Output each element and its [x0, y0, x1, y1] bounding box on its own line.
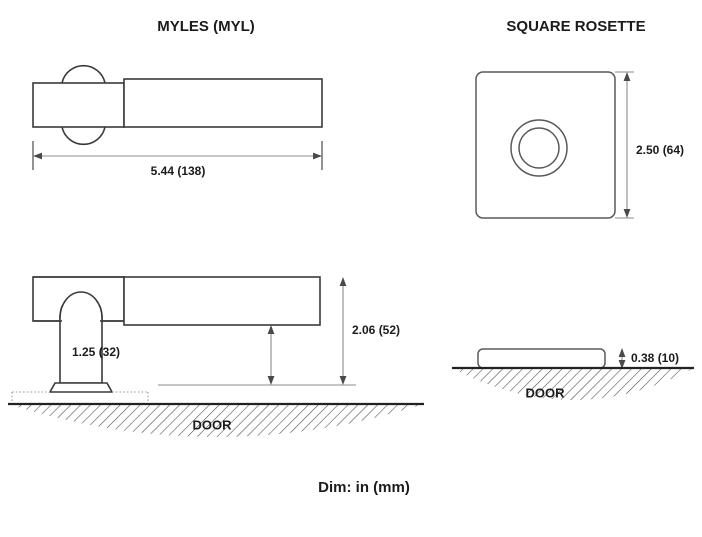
door-substrate-right: DOOR [452, 366, 694, 400]
rosette-panel-title: SQUARE ROSETTE [506, 18, 645, 35]
door-hatch-fill [452, 368, 694, 400]
arrow-down [267, 376, 275, 385]
arrow-left [33, 152, 42, 160]
arrow-right [313, 152, 322, 160]
arrow-down [618, 360, 626, 369]
arrow-up [339, 277, 347, 286]
rosette-thickness-dimension-label: 0.38 (10) [631, 351, 679, 365]
lever-height-total-dimension-label: 2.06 (52) [352, 323, 400, 337]
lever-top-view: 5.44 (138) [32, 64, 323, 178]
arrow-down [339, 376, 347, 385]
arrow-up [623, 72, 631, 81]
rosette-front-view: 2.50 (64) [475, 71, 684, 219]
rosette-size-dimension-label: 2.50 (64) [636, 143, 684, 157]
lever-bar-top-view [123, 78, 323, 128]
door-label-right: DOOR [526, 385, 566, 400]
lever-height-under-dimension-label: 1.25 (32) [72, 345, 120, 359]
arrow-up [267, 325, 275, 334]
lever-side-view: 1.25 (32) 2.06 (52) DOOR [8, 276, 424, 437]
lever-bar-side-view [123, 276, 321, 326]
lever-boss-arc-top [61, 64, 106, 84]
door-substrate-left: DOOR [8, 402, 424, 437]
rosette-size-dimension: 2.50 (64) [615, 71, 684, 219]
arrow-down [623, 209, 631, 218]
door-label-left: DOOR [193, 417, 233, 432]
rosette-plate-side [477, 348, 606, 369]
lever-boss-arc-bottom [61, 126, 106, 146]
rosette-inner-ring [518, 127, 560, 169]
lever-collar-top-view [32, 82, 125, 128]
lever-length-dimension-label: 5.44 (138) [151, 164, 206, 178]
rosette-thickness-dimension: 0.38 (10) [618, 348, 679, 369]
lever-length-dimension: 5.44 (138) [32, 141, 323, 178]
rosette-side-view: 0.38 (10) DOOR [452, 348, 694, 400]
arrow-up [618, 348, 626, 357]
lever-neck-dome [59, 291, 103, 321]
units-note: Dim: in (mm) [318, 479, 410, 496]
lever-panel-title: MYLES (MYL) [157, 18, 255, 35]
lever-base-trim [48, 382, 114, 393]
lever-height-under-dimension: 1.25 (32) [72, 325, 275, 385]
door-hatch-fill [8, 404, 424, 437]
lever-height-total-dimension: 2.06 (52) [339, 277, 400, 385]
